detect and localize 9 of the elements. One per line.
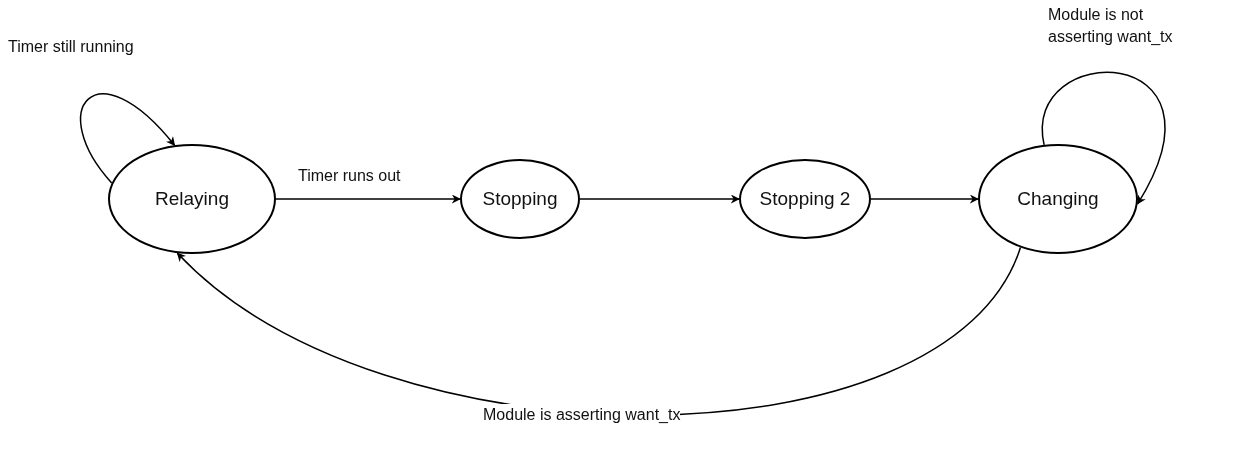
edge-label: Module is asserting want_tx [483,404,681,426]
transition-arrow [79,93,176,184]
state-name: Relaying [155,188,229,210]
transition-arrow [579,194,740,204]
state-name: Changing [1017,188,1099,210]
state-name: Stopping 2 [759,188,851,210]
transition-arrow [275,194,461,204]
state-name: Stopping [482,188,558,210]
transition-arrow [870,194,979,204]
